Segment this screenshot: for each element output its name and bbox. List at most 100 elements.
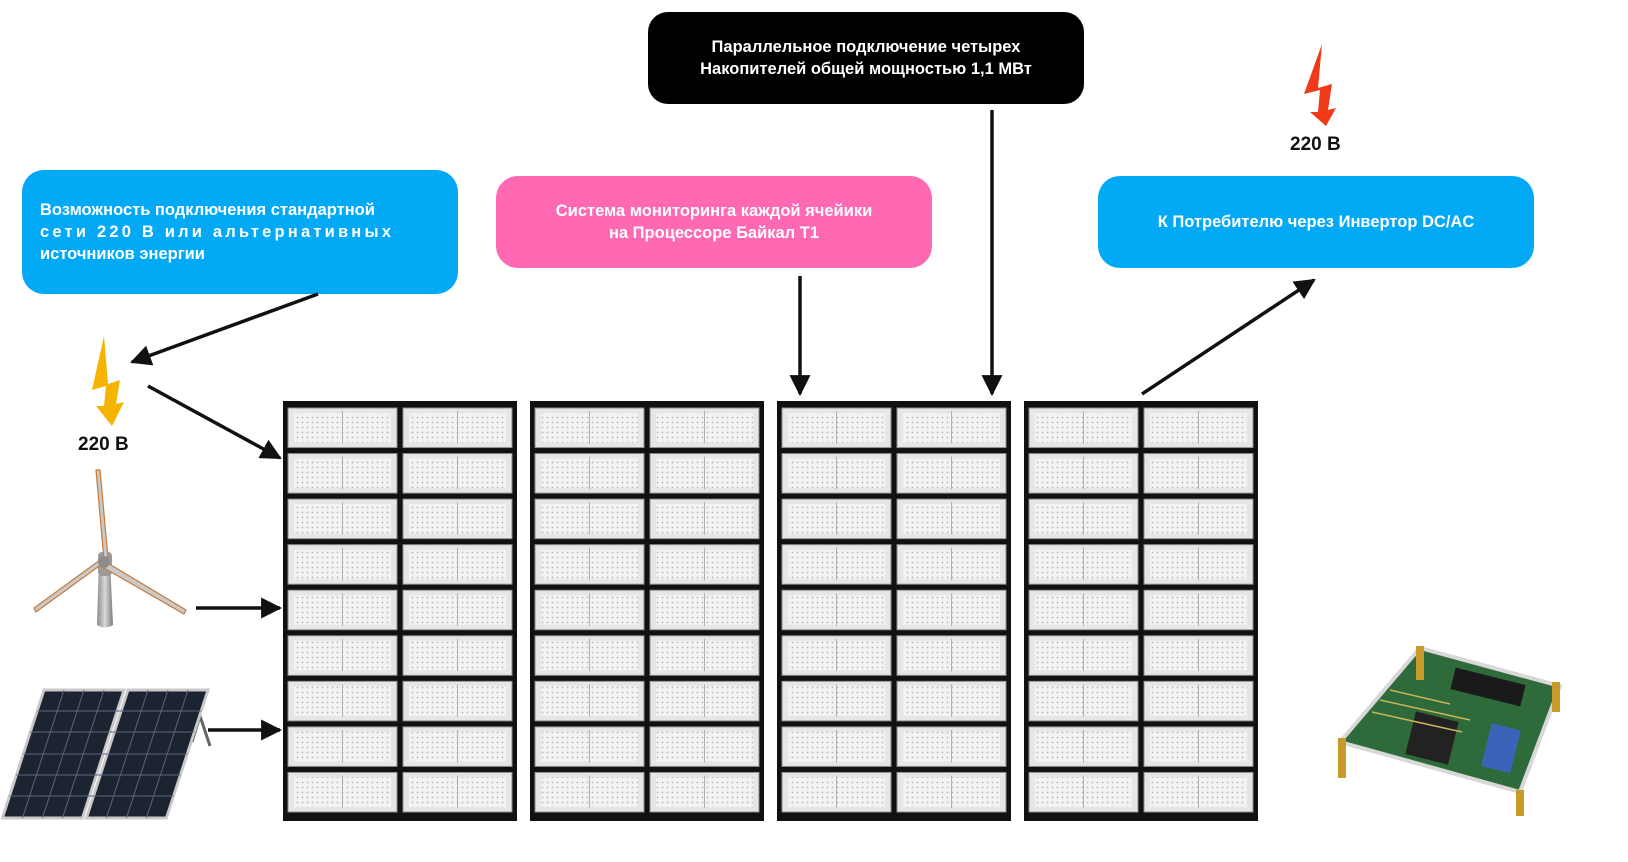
battery-module xyxy=(1143,680,1254,722)
battery-module xyxy=(287,407,398,449)
battery-module xyxy=(534,589,645,631)
battery-module xyxy=(649,589,760,631)
battery-module xyxy=(1028,453,1139,494)
callout-grid-sources-line-1: Возможность подключения стандартной xyxy=(40,201,375,219)
lightning-bolt-red-icon xyxy=(1304,44,1336,126)
battery-module xyxy=(1143,589,1254,631)
battery-module xyxy=(1143,635,1254,676)
callout-parallel-line-1: Параллельное подключение четырех xyxy=(711,38,1021,56)
battery-module xyxy=(896,407,1007,449)
battery-racks xyxy=(283,401,1258,821)
battery-module xyxy=(896,498,1007,540)
battery-module xyxy=(896,680,1007,722)
battery-module xyxy=(1143,771,1254,813)
battery-module xyxy=(534,635,645,676)
battery-module xyxy=(1028,680,1139,722)
voltage-label-right: 220 В xyxy=(1290,134,1341,155)
battery-module xyxy=(1143,498,1254,540)
battery-module xyxy=(896,544,1007,585)
battery-module xyxy=(1028,635,1139,676)
callout-monitoring: Система мониторинга каждой ячейики на Пр… xyxy=(496,176,932,268)
callout-grid-sources: Возможность подключения стандартной сети… xyxy=(22,170,458,294)
battery-module xyxy=(781,635,892,676)
circuit-board-icon xyxy=(1336,645,1563,816)
battery-module xyxy=(287,589,398,631)
callout-consumer-line-1: К Потребителю через Инвертор DC/AC xyxy=(1157,213,1475,231)
battery-module xyxy=(534,771,645,813)
battery-module xyxy=(287,771,398,813)
callout-parallel-line-2: Накопителей общей мощностью 1,1 МВт xyxy=(700,60,1032,78)
arrow-grid-to-racks xyxy=(147,384,282,460)
battery-module xyxy=(402,635,513,676)
battery-module xyxy=(287,453,398,494)
arrow-callout-to-grid xyxy=(130,292,319,366)
battery-module xyxy=(781,407,892,449)
battery-module xyxy=(649,453,760,494)
battery-module xyxy=(287,498,398,540)
battery-module xyxy=(534,407,645,449)
callout-parallel-connection: Параллельное подключение четырех Накопит… xyxy=(648,12,1084,104)
battery-module xyxy=(287,635,398,676)
battery-module xyxy=(649,635,760,676)
battery-module xyxy=(402,407,513,449)
voltage-label-left: 220 В xyxy=(78,434,129,455)
battery-module xyxy=(1028,771,1139,813)
battery-module xyxy=(781,453,892,494)
callout-monitoring-line-1: Система мониторинга каждой ячейики xyxy=(555,202,873,220)
battery-rack xyxy=(283,401,517,821)
battery-module xyxy=(649,680,760,722)
battery-module xyxy=(1028,726,1139,767)
battery-module xyxy=(781,726,892,767)
battery-rack xyxy=(1024,401,1258,821)
callout-grid-sources-line-3: источников энергии xyxy=(40,245,205,263)
battery-module xyxy=(287,726,398,767)
callout-consumer-inverter: К Потребителю через Инвертор DC/AC xyxy=(1098,176,1534,268)
battery-module xyxy=(896,771,1007,813)
arrow-racks-to-consumer xyxy=(1141,278,1316,396)
lightning-bolt-yellow-icon xyxy=(92,336,124,426)
battery-module xyxy=(781,498,892,540)
battery-module xyxy=(896,589,1007,631)
battery-module xyxy=(1028,589,1139,631)
battery-module xyxy=(896,726,1007,767)
battery-module xyxy=(1028,544,1139,585)
solar-panel-icon xyxy=(0,688,212,820)
battery-module xyxy=(534,453,645,494)
battery-module xyxy=(781,680,892,722)
battery-module xyxy=(402,544,513,585)
battery-module xyxy=(534,544,645,585)
wind-turbine-icon xyxy=(33,469,187,628)
battery-module xyxy=(781,544,892,585)
battery-module xyxy=(402,680,513,722)
callout-grid-sources-line-2: сети 220 В или альтернативных xyxy=(40,223,395,241)
battery-rack xyxy=(530,401,764,821)
battery-module xyxy=(402,726,513,767)
battery-module xyxy=(781,589,892,631)
battery-module xyxy=(1028,407,1139,449)
battery-module xyxy=(1143,544,1254,585)
battery-rack xyxy=(777,401,1011,821)
battery-module xyxy=(534,726,645,767)
battery-module xyxy=(896,635,1007,676)
battery-module xyxy=(402,453,513,494)
battery-module xyxy=(402,589,513,631)
battery-module xyxy=(534,498,645,540)
battery-module xyxy=(781,771,892,813)
battery-module xyxy=(1143,726,1254,767)
battery-module xyxy=(896,453,1007,494)
battery-module xyxy=(402,771,513,813)
battery-module xyxy=(402,498,513,540)
callout-monitoring-line-2: на Процессоре Байкал Т1 xyxy=(608,224,820,242)
battery-module xyxy=(287,680,398,722)
battery-module xyxy=(649,771,760,813)
battery-module xyxy=(649,726,760,767)
battery-module xyxy=(1143,453,1254,494)
battery-module xyxy=(649,544,760,585)
battery-module xyxy=(534,680,645,722)
battery-module xyxy=(649,407,760,449)
battery-module xyxy=(649,498,760,540)
battery-module xyxy=(1143,407,1254,449)
battery-module xyxy=(287,544,398,585)
battery-module xyxy=(1028,498,1139,540)
